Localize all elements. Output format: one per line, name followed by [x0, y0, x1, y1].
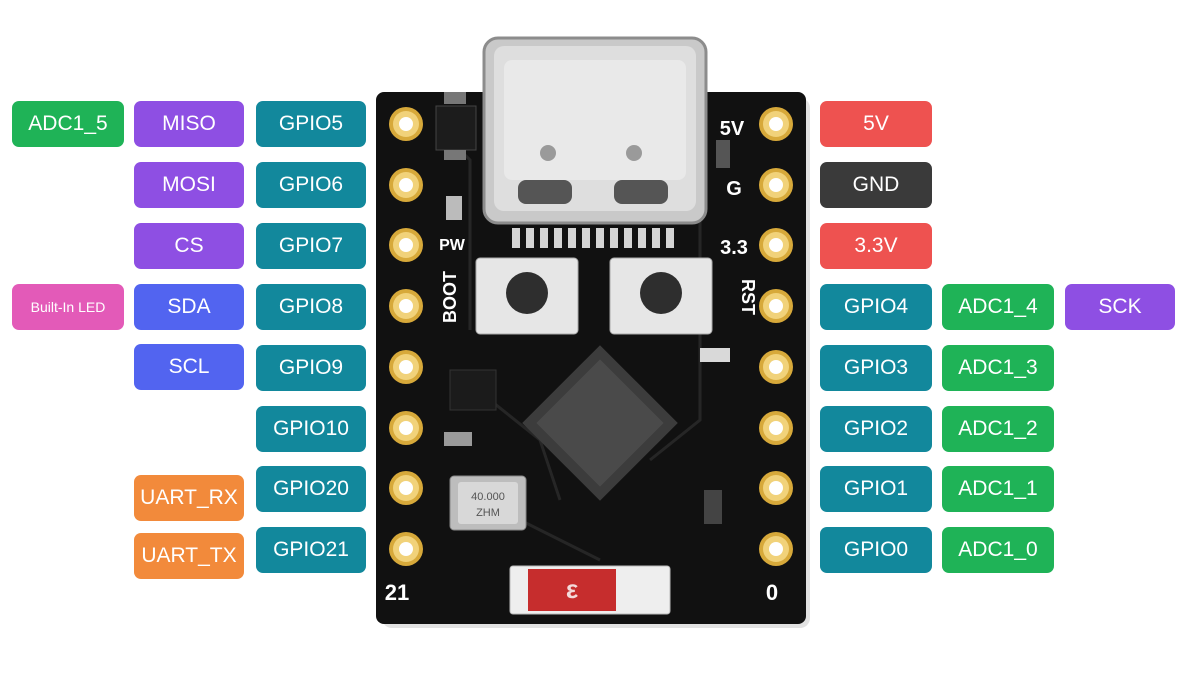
label-gpio8: GPIO8	[256, 284, 366, 330]
label-gpio7: GPIO7	[256, 223, 366, 269]
svg-text:40.000: 40.000	[471, 491, 505, 503]
silk-boot: BOOT	[440, 271, 460, 323]
usb-c-connector	[482, 36, 708, 248]
label-adc1-4: ADC1_4	[942, 284, 1054, 330]
label-adc1-2: ADC1_2	[942, 406, 1054, 452]
label-gpio3: GPIO3	[820, 345, 932, 391]
label-adc1-5: ADC1_5	[12, 101, 124, 147]
label-sda: SDA	[134, 284, 244, 330]
silk-5v: 5V	[720, 118, 745, 140]
label-gpio2: GPIO2	[820, 406, 932, 452]
svg-text:ε: ε	[566, 574, 578, 604]
silk-33: 3.3	[720, 237, 748, 259]
left-pads	[389, 107, 423, 566]
right-pads	[759, 107, 793, 566]
label-adc1-3: ADC1_3	[942, 345, 1054, 391]
label-gpio6: GPIO6	[256, 162, 366, 208]
ceramic-antenna: ε	[509, 565, 671, 615]
label-gpio0: GPIO0	[820, 527, 932, 573]
label-gpio21: GPIO21	[256, 527, 366, 573]
label-gpio4: GPIO4	[820, 284, 932, 330]
boot-button	[475, 257, 579, 335]
label-gpio10: GPIO10	[256, 406, 366, 452]
label-miso: MISO	[134, 101, 244, 147]
label-sck: SCK	[1065, 284, 1175, 330]
label-gpio20: GPIO20	[256, 466, 366, 512]
label-gpio9: GPIO9	[256, 345, 366, 391]
silk-g: G	[726, 178, 742, 200]
label-uart-tx: UART_TX	[134, 533, 244, 579]
label-built-in-led: Built-In LED	[12, 284, 124, 330]
label-mosi: MOSI	[134, 162, 244, 208]
label-scl: SCL	[134, 344, 244, 390]
svg-text:ZHM: ZHM	[476, 507, 500, 519]
crystal: 40.000 ZHM	[449, 475, 527, 531]
label-3v3: 3.3V	[820, 223, 932, 269]
label-uart-rx: UART_RX	[134, 475, 244, 521]
silk-pw: PW	[439, 237, 466, 254]
label-cs: CS	[134, 223, 244, 269]
mcu-chip	[522, 345, 678, 501]
reset-button	[609, 257, 713, 335]
silk-0: 0	[766, 580, 778, 605]
silk-21: 21	[385, 580, 409, 605]
label-5v: 5V	[820, 101, 932, 147]
label-gnd: GND	[820, 162, 932, 208]
label-adc1-1: ADC1_1	[942, 466, 1054, 512]
label-gpio1: GPIO1	[820, 466, 932, 512]
label-adc1-0: ADC1_0	[942, 527, 1054, 573]
silk-rst: RST	[738, 279, 758, 315]
label-gpio5: GPIO5	[256, 101, 366, 147]
